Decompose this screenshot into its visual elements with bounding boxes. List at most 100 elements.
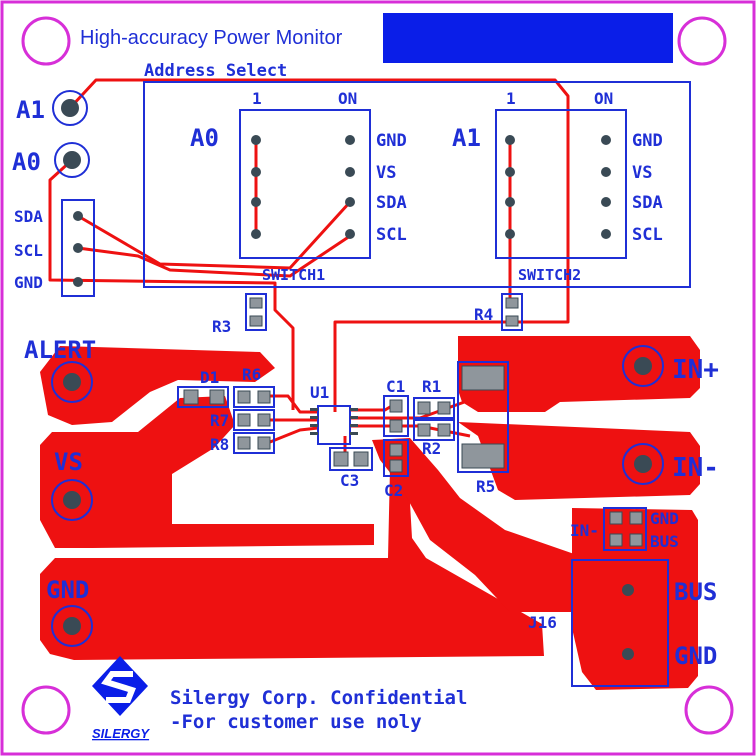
- r6-pad: [257, 390, 271, 404]
- sw1-pin: [345, 135, 355, 145]
- copper-layer: [40, 336, 700, 690]
- u1-pin: [310, 432, 318, 435]
- c3-pad: [333, 451, 349, 467]
- j16-pad-gnd: [622, 648, 634, 660]
- gnd-pour: [40, 468, 544, 660]
- r2-pad: [437, 423, 451, 437]
- ref-d1: D1: [200, 368, 219, 387]
- switch2-one: 1: [506, 89, 516, 108]
- d1-box: [177, 386, 229, 408]
- switch1-box: [239, 109, 371, 259]
- mounting-hole-bottom-right: [684, 685, 734, 735]
- jumper-pad: [609, 511, 623, 525]
- jumper-bus-label: BUS: [650, 532, 679, 551]
- ref-r1: R1: [422, 377, 441, 396]
- board-title: High-accuracy Power Monitor: [80, 27, 343, 49]
- sw1-pin: [345, 229, 355, 239]
- r5-pad: [461, 443, 505, 469]
- r4-pad: [505, 297, 519, 309]
- alert-pad: [63, 373, 81, 391]
- r6-pad: [237, 390, 251, 404]
- switch1-ref: SWITCH1: [262, 266, 325, 284]
- sw1-pin: [345, 167, 355, 177]
- header-sda-label: SDA: [14, 207, 43, 226]
- ref-r2: R2: [422, 439, 441, 458]
- trace-u1-left-3: [269, 426, 319, 444]
- r2-pad: [417, 423, 431, 437]
- r8-pad: [257, 436, 271, 450]
- j16-box: [571, 559, 669, 687]
- r8-box: [233, 432, 275, 454]
- switch1-on: ON: [338, 89, 357, 108]
- header-box: [61, 199, 95, 297]
- silergy-logo: SILERGY: [92, 656, 150, 741]
- sw1-pin: [251, 229, 261, 239]
- switch1-pin-scl: SCL: [376, 225, 407, 245]
- r4-pad: [505, 315, 519, 327]
- jumper-gnd-label: GND: [650, 509, 679, 528]
- footer-line-1: Silergy Corp. Confidential: [170, 687, 467, 709]
- c3-pad: [353, 451, 369, 467]
- smd-pads: [183, 297, 643, 547]
- address-select-box: [143, 81, 691, 288]
- sw2-pin: [505, 229, 515, 239]
- r4-box: [501, 293, 523, 331]
- r3-pad: [249, 297, 263, 309]
- bus-gnd-pour: [572, 508, 698, 690]
- d1-pad: [183, 389, 199, 405]
- trace-a1-loop: [68, 78, 570, 412]
- r2-box: [413, 419, 455, 441]
- sw2-pin: [505, 167, 515, 177]
- r7-box: [233, 409, 275, 431]
- switch1-name: A0: [190, 124, 219, 152]
- c2-box: [383, 439, 409, 477]
- left-pin-a0-label: A0: [12, 148, 41, 176]
- sw2-pin: [601, 229, 611, 239]
- gnd-pad: [63, 617, 81, 635]
- jumper-box: [603, 507, 647, 551]
- trace-scl: [77, 234, 351, 278]
- switch2-pin-vs: VS: [632, 163, 652, 183]
- ref-j16: J16: [528, 613, 557, 632]
- a1-ring: [52, 90, 88, 126]
- ref-u1: U1: [310, 383, 329, 402]
- gnd-ring: [51, 605, 93, 647]
- u1-pin: [350, 408, 358, 411]
- u1-pin: [350, 416, 358, 419]
- pads: [61, 99, 652, 660]
- in-plus-pour: [458, 336, 700, 412]
- silergy-logo-wordmark: SILERGY: [92, 726, 150, 741]
- sw2-pin: [601, 167, 611, 177]
- switch1-pin-gnd: GND: [376, 131, 407, 151]
- title-banner: [383, 13, 673, 63]
- switch2-box: [495, 109, 627, 259]
- switch2-pin-sda: SDA: [632, 193, 663, 213]
- c1-pad: [389, 419, 403, 433]
- silergy-logo-s: [101, 671, 136, 703]
- address-select-label: Address Select: [144, 61, 287, 81]
- switch2-ref: SWITCH2: [518, 266, 581, 284]
- sw1-pin: [251, 197, 261, 207]
- trace-sda: [77, 200, 352, 270]
- left-pin-a1-label: A1: [16, 96, 45, 124]
- r5-box: [457, 361, 509, 473]
- r3-box: [245, 293, 267, 331]
- r7-pad: [237, 413, 251, 427]
- in-minus-trace: [372, 438, 580, 612]
- switch1-pin-sda: SDA: [376, 193, 407, 213]
- sw1-pin: [345, 197, 355, 207]
- sw1-pin: [251, 167, 261, 177]
- switch1-one: 1: [252, 89, 262, 108]
- switch2-pin-gnd: GND: [632, 131, 663, 151]
- c2-pad: [389, 459, 403, 473]
- sw2-pin: [601, 197, 611, 207]
- footer-line-2: -For customer use noly: [170, 711, 422, 733]
- jumper-pad: [629, 533, 643, 547]
- in-minus-ring: [622, 443, 664, 485]
- sw2-pin: [505, 197, 515, 207]
- alert-pour: [40, 346, 275, 425]
- ref-r4: R4: [474, 305, 493, 324]
- labels: Address Select A1 A0 SDA SCL GND A0 1 ON…: [12, 61, 719, 670]
- sw1-pin: [251, 135, 261, 145]
